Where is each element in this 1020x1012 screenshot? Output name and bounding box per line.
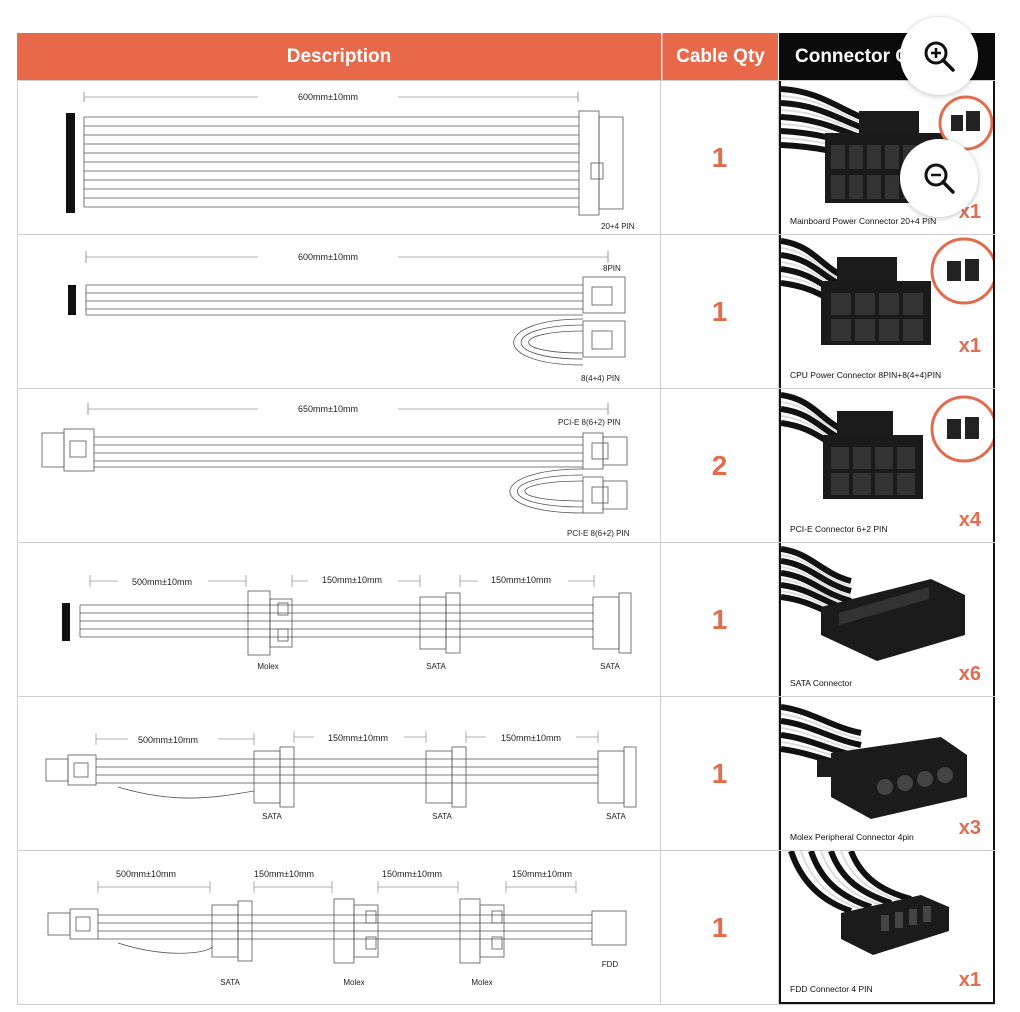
- dimension-label: 150mm±10mm: [491, 575, 551, 585]
- table-bottom-border: [17, 1004, 995, 1005]
- fdd-chain-cable-drawing: 500mm±10mm 150mm±10mm 150mm±10mm 150mm±1…: [47, 869, 627, 987]
- connector-name: Molex: [343, 978, 364, 987]
- cable-qty: 2: [661, 389, 779, 542]
- connector-cell: FDD Connector 4 PIN x1: [779, 851, 995, 1004]
- connector-name: SATA: [600, 662, 620, 671]
- fdd-connector-photo: [788, 851, 949, 955]
- sata-cable-drawing: 500mm±10mm 150mm±10mm 150mm±10mm Molex S…: [62, 574, 632, 671]
- connector-label: Molex Peripheral Connector 4pin: [790, 832, 914, 842]
- dimension-label: 500mm±10mm: [116, 869, 176, 879]
- dimension-label: 150mm±10mm: [512, 869, 572, 879]
- cpu-connector-photo: [781, 237, 993, 345]
- connector-cell: Molex Peripheral Connector 4pin x3: [779, 697, 995, 850]
- dimension-label: 500mm±10mm: [132, 577, 192, 587]
- connector-count: x3: [958, 817, 981, 839]
- connector-cell: PCI-E Connector 6+2 PIN x4: [779, 389, 995, 542]
- cable-diagram: 500mm±10mm 150mm±10mm 150mm±10mm SATA SA…: [17, 697, 661, 850]
- connector-name: FDD: [602, 960, 619, 969]
- connector-name: Molex: [257, 662, 278, 671]
- connector-label: SATA Connector: [790, 678, 853, 688]
- table-row: 500mm±10mm 150mm±10mm 150mm±10mm SATA SA…: [17, 696, 995, 850]
- header-cable-qty: Cable Qty: [662, 33, 778, 80]
- cable-spec-table: Description Cable Qty Connector Qty 600m…: [17, 33, 995, 1005]
- table-row: 500mm±10mm 150mm±10mm 150mm±10mm Molex S…: [17, 542, 995, 696]
- table-row: 600mm±10mm 20+4 PIN 1: [17, 80, 995, 234]
- header-description: Description: [17, 33, 661, 80]
- connector-count: x6: [958, 663, 981, 685]
- connector-name: SATA: [220, 978, 240, 987]
- dimension-label: 150mm±10mm: [382, 869, 442, 879]
- connector-count: x1: [958, 969, 981, 991]
- cable-qty: 1: [661, 851, 779, 1004]
- connector-name: SATA: [606, 812, 626, 821]
- cable-qty: 1: [661, 543, 779, 696]
- dimension-label: 600mm±10mm: [298, 252, 358, 262]
- cable-diagram: 600mm±10mm 20+4 PIN: [17, 81, 661, 234]
- cable-diagram: 650mm±10mm PCI-E 8(6+2) PIN PCI-E 8(6+2)…: [17, 389, 661, 542]
- pin-label: 20+4 PIN: [601, 222, 635, 231]
- connector-label: FDD Connector 4 PIN: [790, 984, 873, 994]
- cable-qty: 1: [661, 697, 779, 850]
- connector-name: SATA: [262, 812, 282, 821]
- connector-label: Mainboard Power Connector 20+4 PIN: [790, 216, 937, 226]
- cable-qty: 1: [661, 81, 779, 234]
- cable-diagram: 500mm±10mm 150mm±10mm 150mm±10mm Molex S…: [17, 543, 661, 696]
- pcie-cable-drawing: 650mm±10mm PCI-E 8(6+2) PIN PCI-E 8(6+2)…: [41, 401, 630, 538]
- connector-label: PCI-E Connector 6+2 PIN: [790, 524, 888, 534]
- cable-diagram: 600mm±10mm 8PIN 8(4+4) PIN: [17, 235, 661, 388]
- connector-name: SATA: [426, 662, 446, 671]
- dimension-label: 150mm±10mm: [501, 733, 561, 743]
- table-row: 650mm±10mm PCI-E 8(6+2) PIN PCI-E 8(6+2)…: [17, 388, 995, 542]
- pin-label-top: PCI-E 8(6+2) PIN: [558, 418, 621, 427]
- dimension-label: 500mm±10mm: [138, 735, 198, 745]
- connector-label: CPU Power Connector 8PIN+8(4+4)PIN: [790, 370, 942, 380]
- connector-count: x1: [958, 335, 981, 357]
- connector-name: SATA: [432, 812, 452, 821]
- cable-diagram: 500mm±10mm 150mm±10mm 150mm±10mm 150mm±1…: [17, 851, 661, 1004]
- dimension-label: 650mm±10mm: [298, 404, 358, 414]
- mainboard-cable-drawing: 600mm±10mm 20+4 PIN: [66, 89, 635, 231]
- cpu-cable-drawing: 600mm±10mm 8PIN 8(4+4) PIN: [68, 249, 626, 383]
- zoom-out-icon: [924, 163, 955, 194]
- table-row: 500mm±10mm 150mm±10mm 150mm±10mm 150mm±1…: [17, 850, 995, 1004]
- pin-label-top: 8PIN: [603, 264, 621, 273]
- zoom-in-icon: [924, 41, 955, 72]
- connector-cell: SATA Connector x6: [779, 543, 995, 696]
- pin-label-bottom: PCI-E 8(6+2) PIN: [567, 529, 630, 538]
- dimension-label: 150mm±10mm: [254, 869, 314, 879]
- zoom-out-button[interactable]: [900, 139, 978, 217]
- connector-name: Molex: [471, 978, 492, 987]
- dimension-label: 150mm±10mm: [322, 575, 382, 585]
- sata-chain-cable-drawing: 500mm±10mm 150mm±10mm 150mm±10mm SATA SA…: [45, 730, 637, 821]
- cable-qty: 1: [661, 235, 779, 388]
- dimension-label: 600mm±10mm: [298, 92, 358, 102]
- connector-cell: CPU Power Connector 8PIN+8(4+4)PIN x1: [779, 235, 995, 388]
- molex-connector-photo: [781, 704, 967, 819]
- pin-label-bottom: 8(4+4) PIN: [581, 374, 620, 383]
- table-row: 600mm±10mm 8PIN 8(4+4) PIN 1: [17, 234, 995, 388]
- dimension-label: 150mm±10mm: [328, 733, 388, 743]
- sata-connector-photo: [781, 546, 965, 661]
- zoom-in-button[interactable]: [900, 17, 978, 95]
- connector-count: x4: [958, 509, 981, 531]
- pcie-connector-photo: [781, 392, 993, 499]
